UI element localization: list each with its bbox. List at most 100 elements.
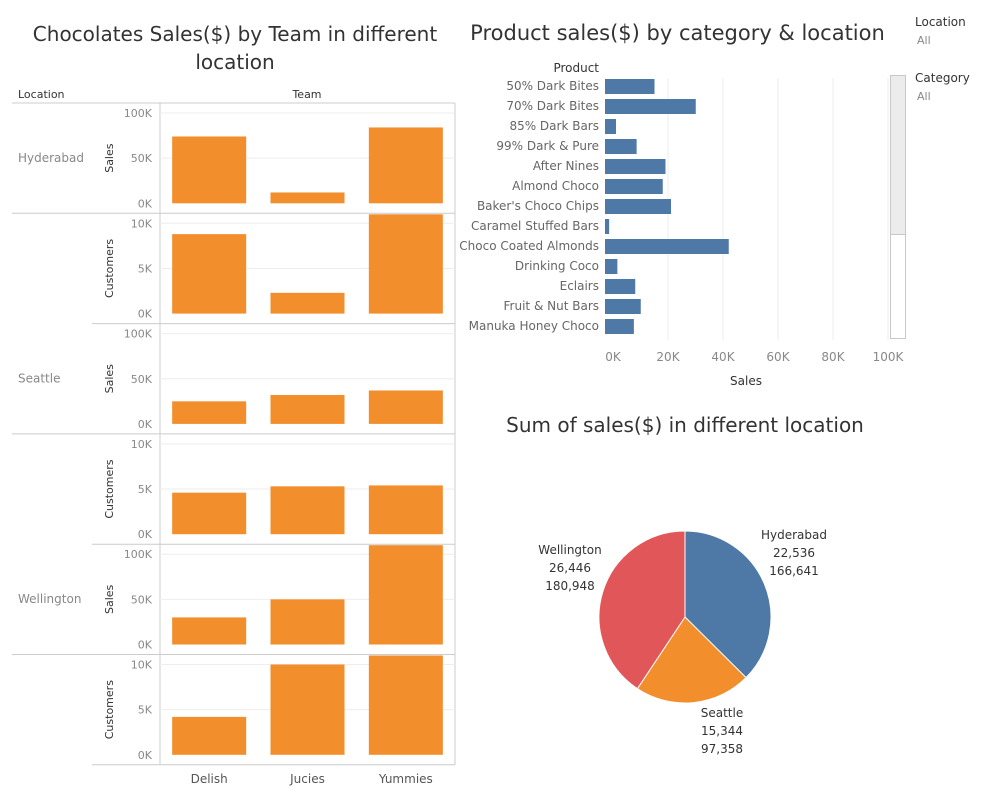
product-label: Fruit & Nut Bars [504,299,599,313]
bar-yummies[interactable] [368,545,443,645]
x-category-label: Yummies [378,772,433,786]
pie-slice-wellington[interactable] [598,530,686,690]
bar-yummies[interactable] [368,214,443,314]
product-bar[interactable] [605,259,618,274]
x-tick-label: 100K [873,350,905,364]
location-label: Seattle [18,372,60,386]
bar-delish[interactable] [172,136,247,204]
pie-label-name: Hyderabad [761,528,827,542]
pie-label-customers: 22,536 [773,546,815,560]
pie-label-customers: 15,344 [701,724,743,738]
team-chart-title-line1: Chocolates Sales($) by Team in different [32,22,438,46]
x-tick-label: 0K [605,350,622,364]
y-tick-label: 5K [138,483,153,496]
bar-delish[interactable] [172,617,247,645]
product-label: Drinking Coco [515,259,599,273]
category-scrollbar-thumb[interactable] [891,76,905,235]
bar-yummies[interactable] [368,390,443,424]
x-tick-label: 20K [656,350,680,364]
category-filter-value[interactable]: All [917,90,931,103]
y-tick-label: 0K [138,639,153,652]
product-axis-label: Product [553,61,599,75]
product-bar[interactable] [605,99,696,114]
bar-delish[interactable] [172,401,247,424]
pie-chart-title: Sum of sales($) in different location [506,413,864,437]
product-bar[interactable] [605,179,663,194]
sales-axis-label: Sales [730,374,762,388]
bar-jucies[interactable] [270,486,345,535]
location-label: Wellington [18,592,81,606]
y-tick-label: 10K [131,217,153,230]
product-label: 70% Dark Bites [506,99,599,113]
y-tick-label: 10K [131,438,153,451]
product-bar[interactable] [605,79,655,94]
product-label: After Nines [533,159,599,173]
bar-jucies[interactable] [270,395,345,424]
y-tick-label: 50K [131,373,153,386]
team-header: Team [291,88,321,101]
pie-slice-seattle[interactable] [636,616,747,704]
bar-jucies[interactable] [270,192,345,204]
measure-label: Sales [103,584,116,614]
measure-label: Sales [103,364,116,394]
bar-yummies[interactable] [368,485,443,535]
measure-label: Customers [103,239,116,298]
product-bar[interactable] [605,319,634,334]
x-tick-label: 40K [711,350,735,364]
team-chart-title-line2: location [195,50,275,74]
location-filter-value[interactable]: All [917,34,931,47]
product-bar[interactable] [605,299,641,314]
y-tick-label: 50K [131,593,153,606]
bar-yummies[interactable] [368,655,443,755]
product-bar[interactable] [605,199,671,214]
x-category-label: Jucies [289,772,325,786]
pie-label-sales: 166,641 [769,564,819,578]
product-label: Choco Coated Almonds [459,239,599,253]
y-tick-label: 100K [124,107,153,120]
pie-label-name: Wellington [538,543,601,557]
product-label: Caramel Stuffed Bars [471,219,599,233]
category-filter-label: Category [915,71,970,85]
bar-jucies[interactable] [270,599,345,645]
pie-label-sales: 180,948 [545,579,595,593]
product-bar[interactable] [605,119,616,134]
product-label: 85% Dark Bars [509,119,599,133]
y-tick-label: 5K [138,262,153,275]
pie-label-name: Seattle [701,706,743,720]
measure-label: Customers [103,680,116,739]
y-tick-label: 50K [131,152,153,165]
product-bar[interactable] [605,279,636,294]
pie-slice-hyderabad[interactable] [684,530,772,679]
bar-yummies[interactable] [368,127,443,204]
x-tick-label: 80K [821,350,845,364]
bar-delish[interactable] [172,492,247,535]
location-filter-label: Location [915,15,966,29]
x-category-label: Delish [191,772,228,786]
bar-jucies[interactable] [270,664,345,755]
product-label: Manuka Honey Choco [469,319,599,333]
product-bar[interactable] [605,159,666,174]
location-header: Location [18,88,65,101]
y-tick-label: 0K [138,528,153,541]
bar-jucies[interactable] [270,292,345,314]
product-label: 50% Dark Bites [506,79,599,93]
y-tick-label: 0K [138,197,153,210]
y-tick-label: 5K [138,704,153,717]
y-tick-label: 100K [124,328,153,341]
y-tick-label: 0K [138,749,153,762]
measure-label: Customers [103,459,116,518]
product-bar[interactable] [605,219,610,234]
measure-label: Sales [103,143,116,173]
product-bar[interactable] [605,239,729,254]
product-label: Eclairs [560,279,599,293]
location-label: Hyderabad [18,151,84,165]
bar-delish[interactable] [172,234,247,314]
category-scrollbar[interactable] [890,75,906,339]
product-label: Baker's Choco Chips [477,199,599,213]
bar-delish[interactable] [172,716,247,755]
y-tick-label: 0K [138,418,153,431]
product-bar[interactable] [605,139,637,154]
pie-label-sales: 97,358 [701,742,743,756]
y-tick-label: 0K [138,308,153,321]
